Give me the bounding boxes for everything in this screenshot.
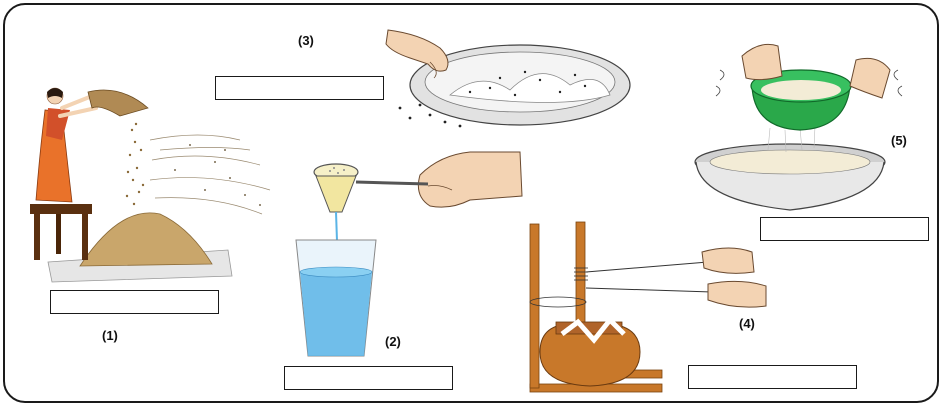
answer-box-5[interactable] xyxy=(760,217,929,241)
filtration-illustration xyxy=(295,151,523,357)
label-1: (1) xyxy=(102,328,118,343)
label-3: (3) xyxy=(298,33,314,48)
threading-illustration xyxy=(529,221,767,393)
answer-box-4[interactable] xyxy=(688,365,857,389)
label-2: (2) xyxy=(385,334,401,349)
handpicking-illustration xyxy=(385,29,631,128)
sieving-illustration xyxy=(694,43,903,211)
winnowing-illustration xyxy=(30,87,271,283)
answer-box-2[interactable] xyxy=(284,366,453,390)
label-4: (4) xyxy=(739,316,755,331)
answer-box-1[interactable] xyxy=(50,290,219,314)
answer-box-3[interactable] xyxy=(215,76,384,100)
label-5: (5) xyxy=(891,133,907,148)
